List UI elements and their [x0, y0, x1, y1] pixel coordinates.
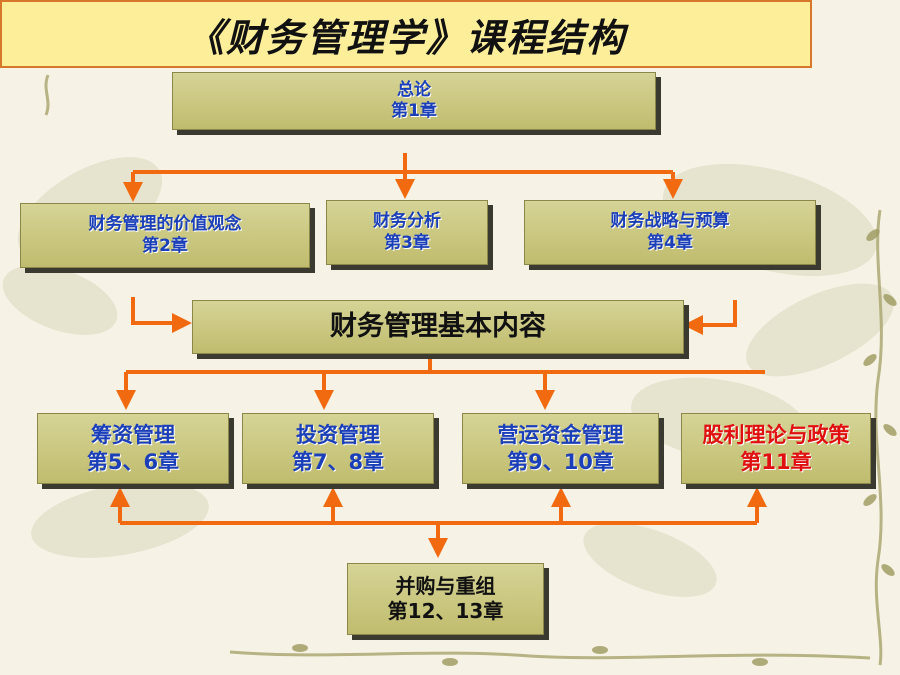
- node-dividend: 股利理论与政策 第11章: [681, 413, 871, 484]
- node-merger-chapter: 第12、13章: [387, 599, 504, 623]
- node-working-capital-chapter: 第9、10章: [507, 449, 614, 474]
- node-dividend-label: 股利理论与政策: [702, 423, 850, 448]
- node-value-chapter: 第2章: [142, 235, 188, 256]
- node-merger-label: 并购与重组: [395, 574, 496, 598]
- node-dividend-chapter: 第11章: [740, 449, 812, 474]
- arrow-right-into-core: [683, 300, 737, 335]
- node-investment-label: 投资管理: [296, 423, 380, 448]
- node-financing-chapter: 第5、6章: [86, 449, 180, 474]
- page-title: 《财务管理学》课程结构: [0, 0, 812, 68]
- node-analysis-chapter: 第3章: [384, 232, 430, 253]
- node-strategy: 财务战略与预算 第4章: [524, 200, 816, 265]
- node-core-label: 财务管理基本内容: [330, 311, 546, 343]
- node-financing: 筹资管理 第5、6章: [37, 413, 229, 484]
- node-strategy-label: 财务战略与预算: [610, 211, 730, 232]
- vine-decoration-right: [874, 209, 883, 666]
- node-investment: 投资管理 第7、8章: [242, 413, 434, 484]
- node-value: 财务管理的价值观念 第2章: [20, 203, 310, 268]
- node-working-capital: 营运资金管理 第9、10章: [462, 413, 659, 484]
- node-merger: 并购与重组 第12、13章: [347, 563, 544, 635]
- node-analysis: 财务分析 第3章: [326, 200, 488, 265]
- node-general: 总论 第1章: [172, 72, 656, 130]
- node-core: 财务管理基本内容: [192, 300, 684, 354]
- node-strategy-chapter: 第4章: [647, 232, 693, 253]
- node-financing-label: 筹资管理: [91, 423, 175, 448]
- node-general-chapter: 第1章: [391, 101, 437, 121]
- node-general-label: 总论: [397, 79, 431, 100]
- node-analysis-label: 财务分析: [373, 211, 441, 232]
- vine-decoration-bottom: [229, 650, 871, 660]
- node-value-label: 财务管理的价值观念: [88, 214, 242, 235]
- vine-decoration-left: [44, 74, 50, 116]
- node-investment-chapter: 第7、8章: [291, 449, 385, 474]
- node-working-capital-label: 营运资金管理: [497, 423, 624, 448]
- arrow-left-into-core: [131, 297, 192, 333]
